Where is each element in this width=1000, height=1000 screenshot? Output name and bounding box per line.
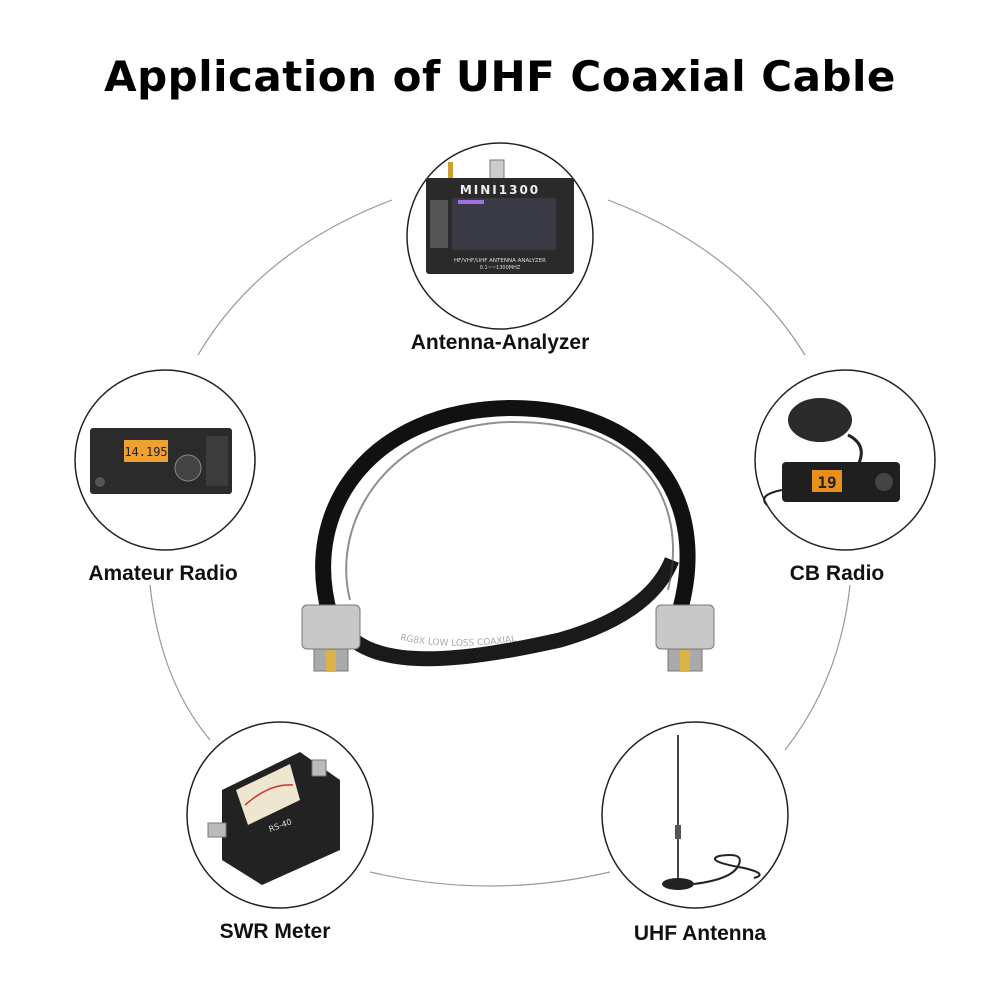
page-title: Application of UHF Coaxial Cable (104, 52, 896, 101)
analyzer-brand: MINI1300 (460, 183, 540, 197)
label-antenna-analyzer: Antenna-Analyzer (410, 331, 590, 354)
connector-ring (149, 199, 851, 887)
amateur-radio-display: 14.195 (124, 445, 167, 459)
right-uhf-connector (655, 604, 715, 650)
label-swr-meter: SWR Meter (219, 920, 331, 943)
uhf-antenna-circle (601, 721, 789, 909)
analyzer-range: 0.1~~1300MHZ (480, 265, 521, 271)
analyzer-subtitle: HF/VHF/UHF ANTENNA ANALYZER (454, 258, 546, 264)
label-cb-radio: CB Radio (789, 562, 885, 585)
cable-print: RG8X LOW LOSS COAXIAL (399, 633, 517, 649)
label-uhf-antenna: UHF Antenna (633, 922, 767, 945)
label-amateur-radio: Amateur Radio (88, 562, 238, 585)
cb-radio-display: 19 (817, 473, 836, 492)
antenna-analyzer-circle: MINI1300 HF/VHF/UHF ANTENNA ANALYZER 0.1… (406, 142, 594, 330)
left-uhf-connector (301, 604, 361, 650)
coaxial-cable: RG8X LOW LOSS COAXIAL (301, 399, 715, 672)
cb-radio-circle: 19 (754, 369, 936, 551)
swr-meter-circle: RS-40 (186, 721, 374, 909)
amateur-radio-circle: 14.195 (74, 369, 256, 551)
